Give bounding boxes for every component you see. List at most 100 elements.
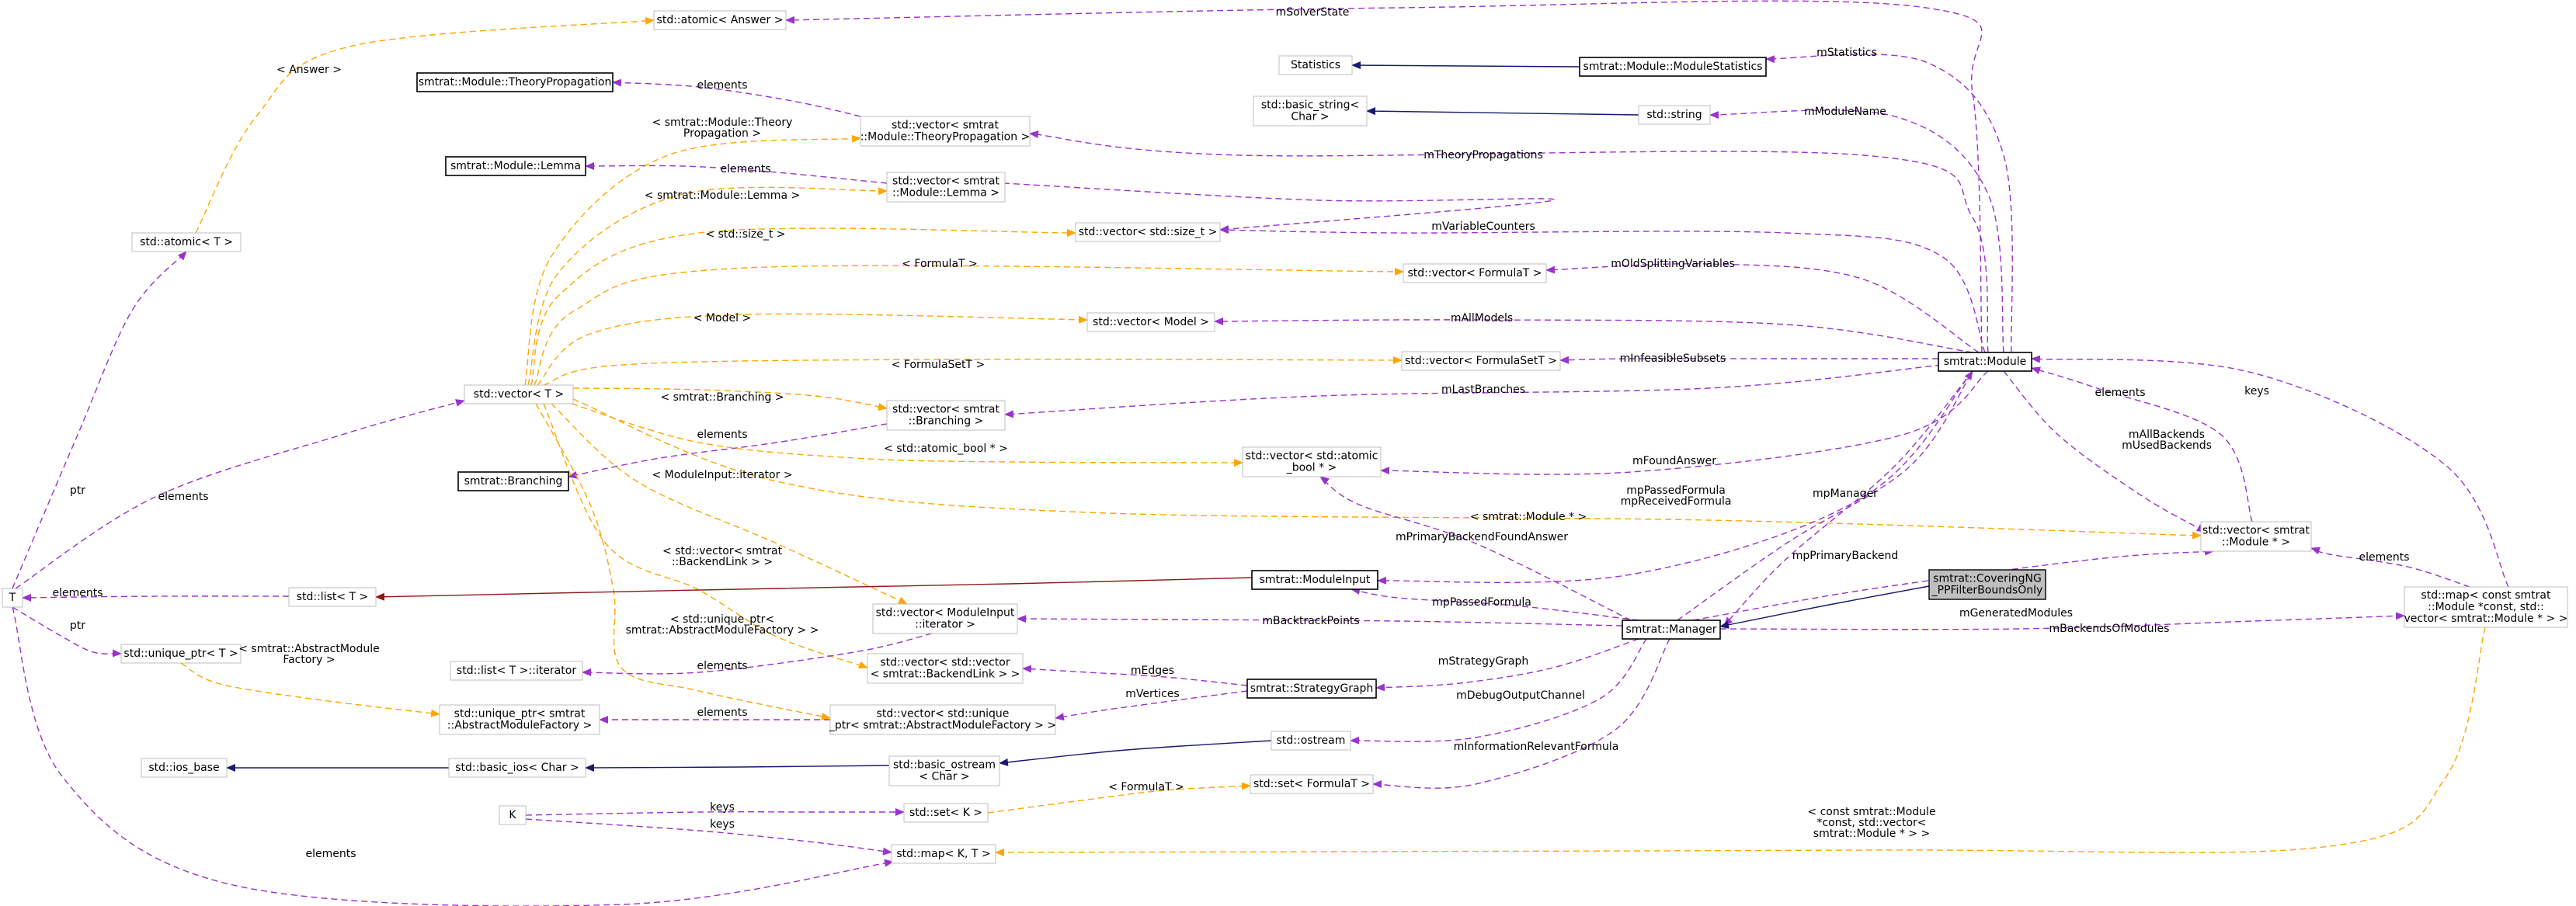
edge-strategy_graph-to-vec_vec_backend: [1022, 665, 1248, 686]
node-vec-unique-factory[interactable]: std::vector< std::unique_ptr< smtrat::Ab…: [829, 704, 1056, 735]
edge-manager-to-vec_atomic_bool: [1319, 476, 1632, 621]
node-vec-mi-iter[interactable]: std::vector< ModuleInput::iterator >: [872, 603, 1018, 634]
edge-vec_module_ptr-to-module: [2031, 366, 2253, 522]
node-label: ::Module * >: [2222, 536, 2290, 549]
node-vec-formulaset[interactable]: std::vector< FormulaSetT >: [1401, 351, 1561, 371]
node-covering[interactable]: smtrat::CoveringNG_PPFilterBoundsOnly: [1928, 569, 2046, 600]
edge-manager-to-vec_mi_iter: [1017, 615, 1623, 627]
edge-module-to-vec_formula: [1545, 263, 1980, 353]
edge-label: mpManager: [1813, 488, 1878, 500]
node-box: [888, 755, 1000, 786]
node-label: std::basic_ostream: [893, 759, 996, 772]
edge-label: mLastBranches: [1441, 384, 1525, 396]
edge-module-to-vec_formulaset: [1559, 356, 1938, 364]
node-unique-factory[interactable]: std::unique_ptr< smtrat::AbstractModuleF…: [439, 704, 600, 735]
node-branching[interactable]: smtrat::Branching: [457, 471, 569, 491]
node-label: std::set< FormulaT >: [1253, 778, 1370, 790]
edge-manager-to-module_input: [1351, 587, 1639, 621]
node-T[interactable]: T: [2, 588, 23, 608]
node-vec-module-ptr[interactable]: std::vector< smtrat::Module * >: [2200, 521, 2312, 552]
node-label: std::set< K >: [909, 807, 982, 819]
edge-label: elements: [52, 587, 103, 599]
node-label: std::vector< std::atomic: [1246, 450, 1378, 463]
edge-label: elements: [305, 848, 356, 860]
node-atomic-answer[interactable]: std::atomic< Answer >: [653, 10, 787, 30]
node-vec-size[interactable]: std::vector< std::size_t >: [1075, 222, 1221, 242]
node-strategy-graph[interactable]: smtrat::StrategyGraph: [1246, 679, 1377, 699]
node-vec-vec-backend[interactable]: std::vector< std::vector< smtrat::Backen…: [867, 653, 1024, 684]
node-ios-base[interactable]: std::ios_base: [141, 758, 228, 778]
node-label: std::vector< T >: [474, 388, 564, 401]
edge-label: < FormulaSetT >: [892, 359, 986, 371]
node-vec-branching[interactable]: std::vector< smtrat::Branching >: [886, 400, 1006, 431]
node-string[interactable]: std::string: [1638, 105, 1711, 125]
node-ostream[interactable]: std::ostream: [1271, 731, 1351, 751]
node-vec-formula[interactable]: std::vector< FormulaT >: [1403, 263, 1547, 283]
node-label: smtrat::Branching: [464, 475, 563, 488]
node-manager[interactable]: smtrat::Manager: [1622, 620, 1721, 640]
edge-label: < smtrat::Module::Theory: [652, 116, 793, 129]
node-basic-string[interactable]: std::basic_string<Char >: [1253, 95, 1368, 127]
node-box: [439, 704, 600, 735]
edge-label: mModuleName: [1804, 106, 1886, 118]
edge-label: < FormulaT >: [1108, 781, 1184, 793]
node-box: [1401, 351, 1561, 371]
node-map-module[interactable]: std::map< const smtrat::Module *const, s…: [2404, 586, 2568, 628]
node-list-T[interactable]: std::list< T >: [288, 587, 377, 607]
edge-vec_branching-to-branching: [568, 423, 888, 479]
edge-K-to-set_K: [525, 808, 905, 816]
node-set-K[interactable]: std::set< K >: [903, 803, 989, 823]
node-unique-T[interactable]: std::unique_ptr< T >: [120, 644, 242, 664]
node-lemma[interactable]: smtrat::Module::Lemma: [445, 156, 586, 176]
node-module[interactable]: smtrat::Module: [1938, 352, 2032, 372]
edge-label: < smtrat::AbstractModule: [238, 643, 380, 655]
node-label: std::atomic< T >: [140, 236, 233, 248]
edge-label: < std::unique_ptr<: [670, 613, 774, 626]
node-module-stats[interactable]: smtrat::Module::ModuleStatistics: [1579, 57, 1767, 77]
edge-vec_T-to-vec_vec_backend: [543, 403, 868, 669]
node-statistics[interactable]: Statistics: [1278, 55, 1353, 75]
node-list-iter[interactable]: std::list< T >::iterator: [450, 661, 583, 681]
node-K[interactable]: K: [499, 805, 527, 825]
node-vec-atomic-bool[interactable]: std::vector< std::atomic_bool * >: [1242, 446, 1382, 477]
node-set-formula[interactable]: std::set< FormulaT >: [1250, 774, 1374, 794]
node-label: std::vector< std::size_t >: [1079, 226, 1218, 238]
edge-label: mInformationRelevantFormula: [1454, 741, 1619, 753]
edge-vec_T-to-vec_lemma: [527, 186, 888, 386]
node-basic-ostream[interactable]: std::basic_ostream< Char >: [888, 755, 1000, 786]
edge-label: ptr: [70, 620, 85, 632]
node-vec-theory-prop[interactable]: std::vector< smtrat::Module::TheoryPropa…: [860, 116, 1031, 147]
node-vec-model[interactable]: std::vector< Model >: [1086, 312, 1215, 332]
node-map-KT[interactable]: std::map< K, T >: [891, 844, 996, 864]
node-box: [1250, 774, 1374, 794]
edge-label: Factory >: [283, 654, 335, 666]
node-module-input[interactable]: smtrat::ModuleInput: [1251, 570, 1378, 590]
node-label: std::map< K, T >: [896, 848, 990, 860]
node-basic-ios[interactable]: std::basic_ios< Char >: [448, 758, 586, 778]
node-box: [464, 384, 574, 404]
node-theory-prop[interactable]: smtrat::Module::TheoryPropagation: [416, 72, 614, 92]
node-box: [288, 587, 377, 607]
node-box: [448, 758, 586, 778]
node-box: [1938, 352, 2032, 372]
edge-label: mAllModels: [1451, 312, 1513, 325]
node-label: std::vector< std::unique: [877, 708, 1010, 720]
edge-label: < FormulaT >: [902, 258, 978, 270]
node-label: smtrat::StrategyGraph: [1250, 682, 1374, 695]
edge-module-to-vec_branching: [1004, 364, 1942, 418]
node-box: [829, 704, 1056, 735]
node-label: ::Module::TheoryPropagation >: [860, 131, 1031, 144]
edge-T-to-vec_T: [15, 399, 465, 589]
node-vec-T[interactable]: std::vector< T >: [464, 384, 574, 404]
node-label: smtrat::ModuleInput: [1260, 574, 1371, 586]
node-vec-lemma[interactable]: std::vector< smtrat::Module::Lemma >: [886, 172, 1006, 203]
edge-module-to-vec_theory_prop: [1029, 130, 1989, 353]
node-atomic-T[interactable]: std::atomic< T >: [131, 232, 242, 252]
node-label: std::vector< Model >: [1093, 316, 1209, 328]
node-label: std::atomic< Answer >: [657, 14, 784, 26]
edge-module-to-manager: [1723, 370, 1973, 627]
node-box: [886, 172, 1006, 203]
edge-atomic_T-to-atomic_answer: [195, 16, 655, 234]
